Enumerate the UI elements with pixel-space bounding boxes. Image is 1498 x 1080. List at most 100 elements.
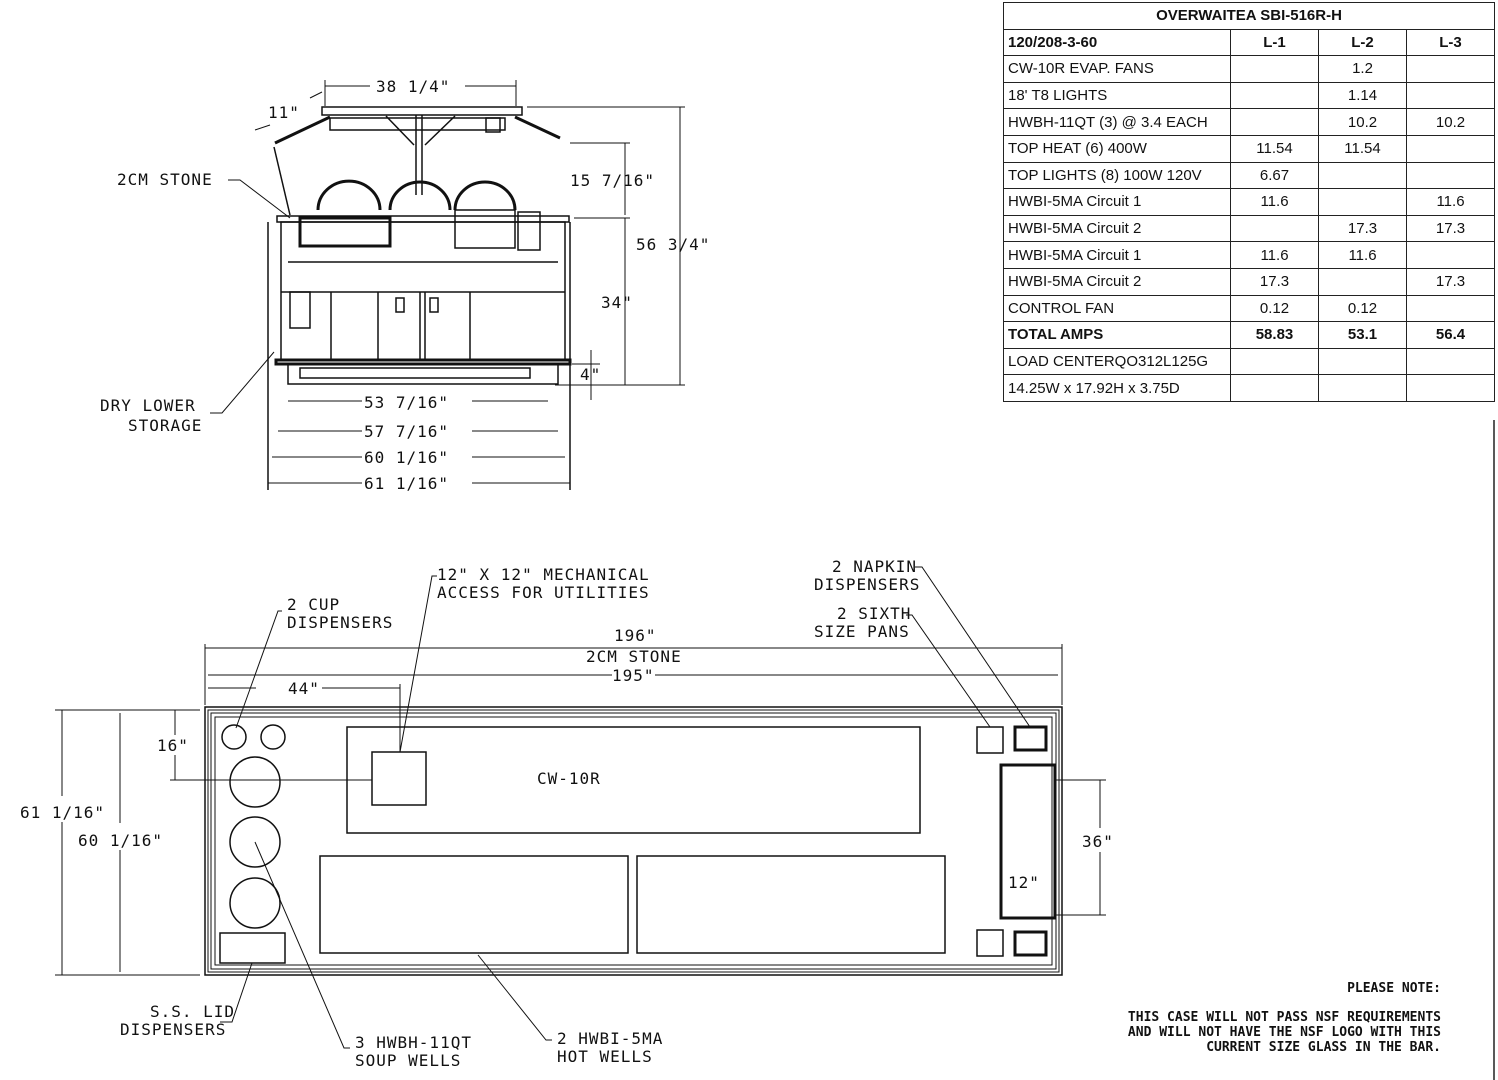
label-plan-2cm-stone: 2CM STONE [586,647,682,666]
cell-l3: L-3 [1406,28,1495,57]
table-row: CW-10R EVAP. FANS 1.2 [1003,55,1495,83]
row-label: TOTAL AMPS [1003,321,1231,349]
cell-l2: 11.54 [1318,134,1407,163]
sixth-size-pan [976,726,1004,754]
label-2cm-stone: 2CM STONE [117,170,213,189]
cell-l3: 17.3 [1406,267,1495,296]
cell-l2: 0.12 [1318,294,1407,323]
table-row: LOAD CENTERQO312L125G [1003,347,1495,376]
ss-lid-dispenser [219,932,286,964]
cell-l2: 1.14 [1318,81,1407,110]
dim-width-3: 60 1/16" [364,448,449,467]
cell-l3 [1406,294,1495,323]
canopy-top [321,106,523,116]
row-label: CONTROL FAN [1003,294,1231,323]
cell-l2 [1318,374,1407,402]
cell-l2: 17.3 [1318,214,1407,243]
cup-dispenser [221,724,247,750]
dim-counter-height: 34" [601,293,633,312]
dim-196: 196" [614,626,657,645]
dim-61-1-16: 61 1/16" [20,803,105,822]
cell-l1: 11.6 [1230,188,1319,216]
cell-l2 [1318,347,1407,376]
cw-10r-well [346,726,921,834]
cell-l1: 0.12 [1230,294,1319,323]
row-label: HWBI-5MA Circuit 2 [1003,214,1231,243]
label-hot-wells: 2 HWBI-5MA [557,1029,663,1048]
label-soup-wells-2: SOUP WELLS [355,1051,461,1070]
label-ss-lid-dispensers: S.S. LID [150,1002,235,1021]
cell-l1 [1230,55,1319,83]
cell-l3 [1406,81,1495,110]
label-cup-dispensers-2: DISPENSERS [287,613,393,632]
hot-well [319,855,629,954]
row-label: HWBH-11QT (3) @ 3.4 EACH [1003,108,1231,136]
canopy-glass-left [274,115,331,145]
cell-l3: 10.2 [1406,108,1495,136]
soup-well-dome [453,180,517,211]
case-outline [204,706,1063,976]
dim-overall-height: 56 3/4" [636,235,710,254]
dim-60-1-16: 60 1/16" [78,831,163,850]
napkin-dispenser [1013,725,1048,752]
cell-l3: 11.6 [1406,188,1495,216]
cell-l1: 58.83 [1230,321,1319,349]
cell-l1 [1230,374,1319,402]
please-note: PLEASE NOTE: THIS CASE WILL NOT PASS NSF… [1128,981,1441,1055]
cell-l3 [1406,347,1495,376]
label-dry-lower-storage: DRY LOWER [100,396,196,415]
cell-l1: 11.54 [1230,134,1319,163]
row-label: TOP LIGHTS (8) 100W 120V [1003,161,1231,190]
label-cup-dispensers: 2 CUP [287,595,340,614]
dim-width-1: 53 7/16" [364,393,449,412]
dim-44: 44" [288,679,320,698]
cell-l2 [1318,161,1407,190]
cell-l2 [1318,267,1407,296]
elevation-view: 38 1/4" 11" 15 7/16" 56 3/4" 34" 4" 53 7… [100,77,710,493]
cell-l3 [1406,55,1495,83]
row-label: HWBI-5MA Circuit 1 [1003,188,1231,216]
cell-l3 [1406,134,1495,163]
cell-l2: 11.6 [1318,241,1407,269]
sixth-size-pan [976,929,1004,957]
dim-195: 195" [612,666,655,685]
soup-well [229,756,281,808]
label-napkin-dispensers-2: DISPENSERS [814,575,920,594]
soup-well [229,877,281,929]
mechanical-access [371,751,427,806]
note-title: PLEASE NOTE: [1347,981,1441,996]
cell-l3: 17.3 [1406,214,1495,243]
label-napkin-dispensers: 2 NAPKIN [832,557,917,576]
label-soup-wells: 3 HWBH-11QT [355,1033,472,1052]
note-line: CURRENT SIZE GLASS IN THE BAR. [1206,1040,1441,1055]
cell-l1: L-1 [1230,28,1319,57]
table-title: OVERWAITEA SBI-516R-H [1003,2,1495,30]
label-sixth-size-pans-2: SIZE PANS [814,622,910,641]
note-line: AND WILL NOT HAVE THE NSF LOGO WITH THIS [1128,1025,1441,1040]
canopy-glass-right [514,115,561,140]
row-label: HWBI-5MA Circuit 2 [1003,267,1231,296]
row-label: CW-10R EVAP. FANS [1003,55,1231,83]
cell-l1: 11.6 [1230,241,1319,269]
cell-l1: 17.3 [1230,267,1319,296]
cell-l3 [1406,241,1495,269]
label-mechanical-access: 12" X 12" MECHANICAL [437,565,650,584]
label-hot-wells-2: HOT WELLS [557,1047,653,1066]
row-label: 18' T8 LIGHTS [1003,81,1231,110]
label-dry-lower-storage-2: STORAGE [128,416,202,435]
cell-l1: 6.67 [1230,161,1319,190]
dim-canopy-height: 15 7/16" [570,171,655,190]
dim-36: 36" [1082,832,1114,851]
row-label: HWBI-5MA Circuit 1 [1003,241,1231,269]
row-label: TOP HEAT (6) 400W [1003,134,1231,163]
cell-l2: 10.2 [1318,108,1407,136]
cabinet-body [280,221,566,361]
cell-l2: 1.2 [1318,55,1407,83]
